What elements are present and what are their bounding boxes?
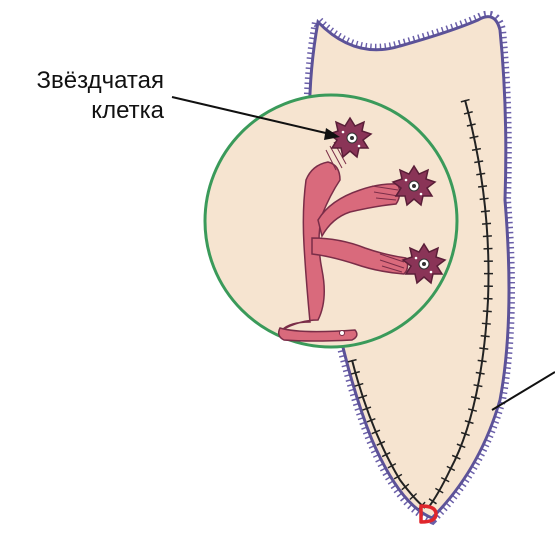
star-cell-label: Звёздчатая клетка [30, 66, 164, 126]
star-cell-label-line2: клетка [30, 96, 164, 126]
star-cell-label-line1: Звёздчатая [30, 66, 164, 96]
